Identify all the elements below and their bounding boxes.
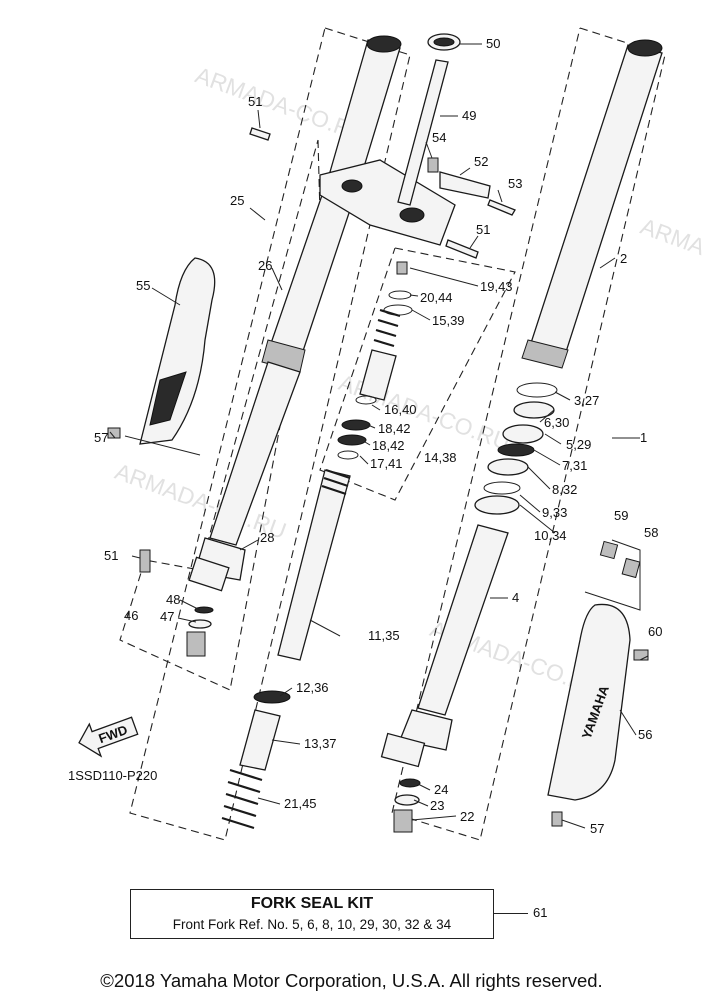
callout-3-27: 3,27 [574, 393, 599, 408]
left-outer-tube [261, 35, 402, 373]
kit-leader-line [494, 913, 528, 914]
callout-5-29: 5,29 [566, 437, 591, 452]
drawing-code: 1SSD110-P220 [68, 768, 157, 783]
callout-46: 46 [124, 608, 138, 623]
callout-48: 48 [166, 592, 180, 607]
callout-23: 23 [430, 798, 444, 813]
right-inner-tube [380, 524, 509, 768]
callout-21-45: 21,45 [284, 796, 317, 811]
callout-7-31: 7,31 [562, 458, 587, 473]
cartridge-outline [319, 247, 516, 501]
kit-description: Front Fork Ref. No. 5, 6, 8, 10, 29, 30,… [172, 917, 452, 932]
callout-60: 60 [648, 624, 662, 639]
callout-8-32: 8,32 [552, 482, 577, 497]
right-axle-bolt [393, 778, 421, 833]
callout-22: 22 [460, 809, 474, 824]
callout-1: 1 [640, 430, 647, 445]
callout-18-42: 18,42 [372, 438, 405, 453]
callout-4: 4 [512, 590, 519, 605]
callout-52: 52 [474, 154, 488, 169]
triple-clamp [319, 159, 456, 246]
copyright-notice: ©2018 Yamaha Motor Corporation, U.S.A. A… [100, 970, 603, 991]
fork-seal-kit-box: FORK SEAL KIT Front Fork Ref. No. 5, 6, … [130, 889, 494, 939]
callout-13-37: 13,37 [304, 736, 337, 751]
fwd-arrow-icon: FWD [78, 716, 139, 758]
callout-19-43: 19,43 [480, 279, 513, 294]
callout-57: 57 [590, 821, 604, 836]
callout-55: 55 [136, 278, 150, 293]
callout-28: 28 [260, 530, 274, 545]
cylinder-complete [277, 468, 351, 661]
callout-9-33: 9,33 [542, 505, 567, 520]
steering-stem [397, 33, 461, 206]
bolts [107, 127, 479, 573]
callout-26: 26 [258, 258, 272, 273]
callout-49: 49 [462, 108, 476, 123]
callout-10-34: 10,34 [534, 528, 567, 543]
callout-18-42: 18,42 [378, 421, 411, 436]
kit-ref-number: 61 [533, 905, 548, 920]
leader-lines [109, 43, 649, 829]
right-outer-tube [521, 39, 663, 369]
callout-57: 57 [94, 430, 108, 445]
callout-59: 59 [614, 508, 628, 523]
callout-56: 56 [638, 727, 652, 742]
callout-53: 53 [508, 176, 522, 191]
callout-11-35: 11,35 [368, 628, 400, 643]
callout-24: 24 [434, 782, 448, 797]
callout-2: 2 [620, 251, 627, 266]
callout-25: 25 [230, 193, 244, 208]
watermark: ARMADA-CO.RU [637, 213, 703, 299]
callouts: 50 49 51 54 52 53 51 25 26 55 2 19,43 20… [94, 36, 662, 836]
callout-20-44: 20,44 [420, 290, 453, 305]
callout-50: 50 [486, 36, 500, 51]
damper-cartridge [337, 261, 413, 460]
left-inner-tube [188, 361, 301, 592]
callout-17-41: 17,41 [370, 456, 403, 471]
callout-16-40: 16,40 [384, 402, 417, 417]
callout-54: 54 [432, 130, 446, 145]
callout-12-36: 12,36 [296, 680, 329, 695]
left-axle-bolt [186, 606, 214, 657]
lower-left-parts [221, 690, 291, 830]
callout-51: 51 [248, 94, 262, 109]
stem-bracket [427, 157, 516, 216]
callout-51: 51 [104, 548, 118, 563]
callout-6-30: 6,30 [544, 415, 569, 430]
kit-title: FORK SEAL KIT [250, 895, 374, 912]
callout-47: 47 [160, 609, 174, 624]
callout-14-38: 14,38 [424, 450, 457, 465]
callout-15-39: 15,39 [432, 313, 465, 328]
callout-51: 51 [476, 222, 490, 237]
right-fork-guard: YAMAHA [547, 603, 631, 801]
guard-clips [551, 539, 649, 827]
callout-58: 58 [644, 525, 658, 540]
left-fork-guard [139, 257, 216, 445]
right-seal-stack [474, 382, 558, 515]
